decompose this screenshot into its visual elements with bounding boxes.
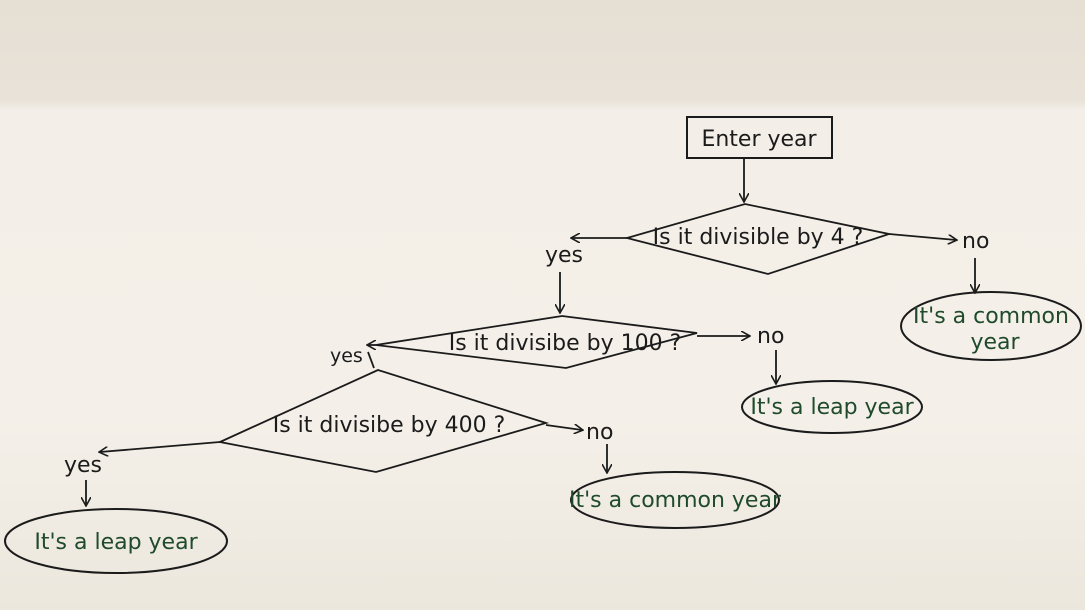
- arrow-div4-no: [888, 233, 956, 240]
- div100-no-label: no: [757, 324, 784, 349]
- terminal-common-year-1-line1: It's a common: [913, 304, 1069, 329]
- arrow-div100-yes-down: [367, 351, 375, 369]
- decision-div100-label: Is it divisibe by 100 ?: [449, 331, 682, 356]
- start-box-label: Enter year: [701, 127, 817, 152]
- decision-div400-label: Is it divisibe by 400 ?: [273, 413, 506, 438]
- div400-no-label: no: [586, 420, 613, 445]
- terminal-leap-year-1-label: It's a leap year: [750, 395, 914, 420]
- div4-yes-label: yes: [545, 243, 583, 268]
- decision-div100-diamond: [375, 315, 698, 369]
- terminal-common-year-2: [570, 471, 780, 529]
- terminal-common-year-2-label: It's a common year: [569, 488, 782, 513]
- arrow-div400-yes: [100, 441, 221, 452]
- decision-div4-label: Is it divisible by 4 ?: [653, 225, 864, 250]
- terminal-common-year-1: [900, 291, 1082, 361]
- terminal-leap-year-2: [4, 508, 228, 574]
- start-box: [686, 116, 833, 159]
- terminal-leap-year-1: [741, 380, 923, 434]
- div4-no-label: no: [962, 229, 989, 254]
- terminal-leap-year-2-label: It's a leap year: [34, 530, 198, 555]
- arrow-div400-no: [545, 425, 582, 430]
- terminal-common-year-1-line2: year: [970, 330, 1020, 355]
- decision-div400-diamond: [217, 369, 550, 473]
- div100-yes-label: yes: [330, 345, 363, 367]
- div400-yes-label: yes: [64, 453, 102, 478]
